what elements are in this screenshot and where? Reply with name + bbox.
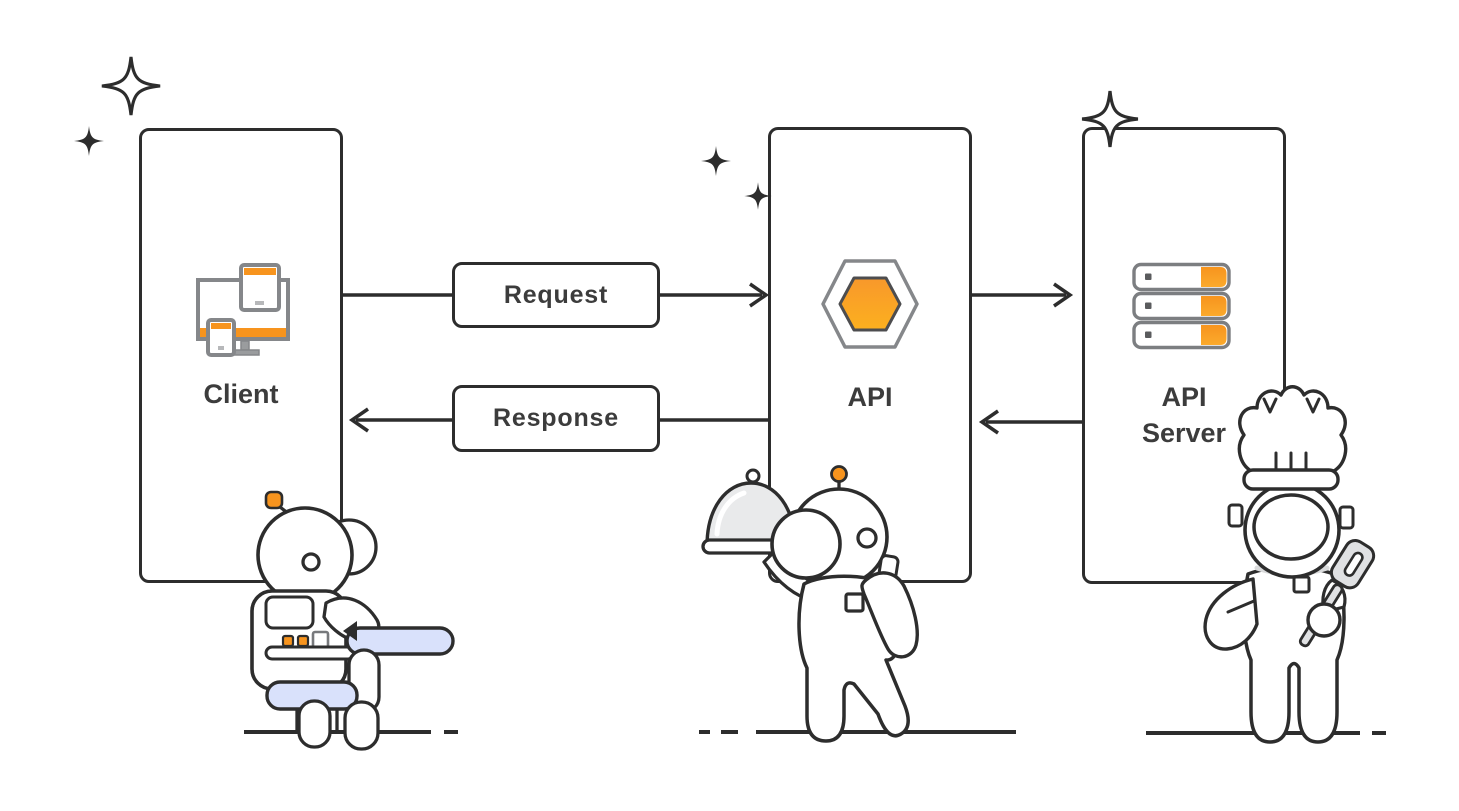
client-node: Client xyxy=(139,128,343,583)
request-label: Request xyxy=(503,280,609,309)
client-devices-icon xyxy=(196,263,290,357)
api-node-label: API xyxy=(847,382,893,412)
request-label-box: Request xyxy=(452,262,660,328)
api-hexagon-icon xyxy=(821,259,919,349)
api-server-node-label: API Server xyxy=(1141,382,1227,448)
sparkle-filled-icon xyxy=(701,146,731,176)
server-to-api-arrow xyxy=(978,409,1082,435)
sparkle-filled-icon xyxy=(74,126,104,156)
api-server-node: API Server xyxy=(1082,127,1286,584)
server-stack-icon xyxy=(1132,262,1231,350)
response-label: Response xyxy=(493,404,619,432)
api-node: API xyxy=(768,127,972,583)
ground-lines xyxy=(244,730,1386,735)
response-label-box: Response xyxy=(452,385,660,452)
sparkle-outline-icon xyxy=(100,55,162,117)
client-node-label: Client xyxy=(203,379,279,409)
api-to-server-arrow xyxy=(971,282,1074,308)
